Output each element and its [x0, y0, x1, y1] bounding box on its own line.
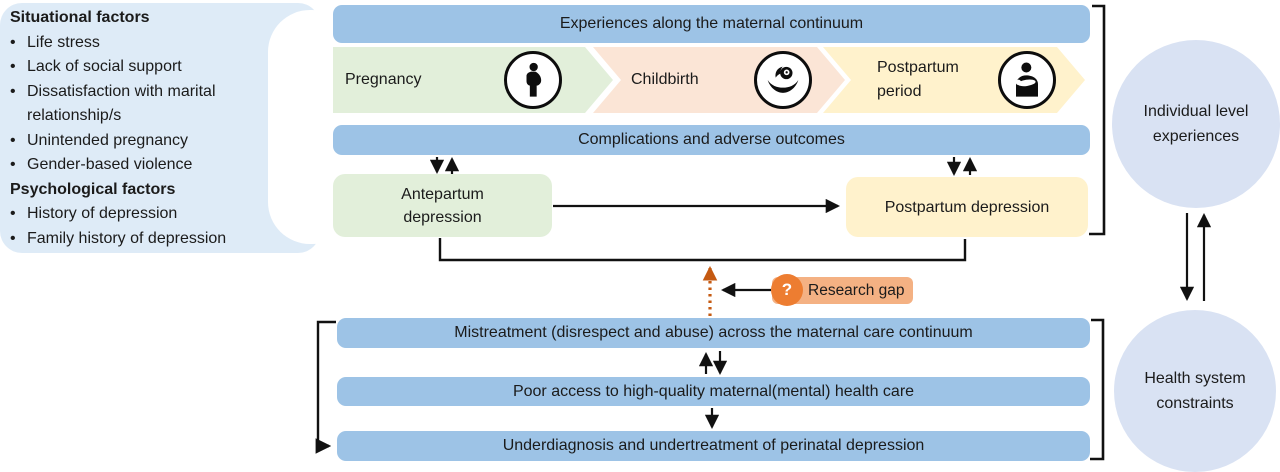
risk-factors-list: Situational factors •Life stress •Lack o…	[10, 6, 285, 251]
pregnancy-label: Pregnancy	[345, 71, 422, 88]
question-mark-icon: ?	[771, 274, 803, 306]
childbirth-label: Childbirth	[631, 71, 699, 88]
list-item: •Family history of depression	[10, 227, 285, 252]
list-item: •Unintended pregnancy	[10, 129, 285, 154]
list-item: •Gender-based violence	[10, 153, 285, 178]
bottom-left-bracket-arrow	[315, 320, 336, 454]
bottom-right-bracket	[1090, 318, 1105, 461]
circles-link-arrows	[1179, 212, 1212, 302]
mistreatment-access-arrows	[698, 351, 728, 376]
postpartum-period-label: Postpartum period	[877, 59, 959, 100]
list-item: •Life stress	[10, 31, 285, 56]
health-system-constraints-label: Health system constraints	[1144, 370, 1246, 412]
bullet-icon: •	[10, 58, 16, 75]
newborn-in-hands-icon	[754, 51, 812, 109]
underdiagnosis-bar: Underdiagnosis and undertreatment of per…	[337, 431, 1090, 461]
antepartum-depression-box: Antepartum depression	[333, 174, 552, 237]
postpartum-depression-box: Postpartum depression	[846, 177, 1088, 237]
complications-bar: Complications and adverse outcomes	[333, 125, 1090, 155]
bullet-icon: •	[10, 131, 16, 149]
bullet-icon: •	[10, 229, 16, 247]
pregnancy-chevron	[333, 47, 613, 113]
postpartum-depression-label: Postpartum depression	[884, 198, 1050, 216]
mother-holding-baby-icon	[998, 51, 1056, 109]
depression-boxes-connector	[438, 238, 967, 262]
pregnant-woman-icon	[504, 51, 562, 109]
research-gap-label: Research gap	[808, 281, 905, 299]
complications-antepartum-arrows	[429, 156, 460, 175]
poor-access-bar: Poor access to high-quality maternal(men…	[337, 377, 1090, 406]
experiences-continuum-bar: Experiences along the maternal continuum	[333, 5, 1090, 43]
bullet-icon: •	[10, 205, 16, 222]
complications-postpartum-arrows	[946, 156, 978, 177]
list-item: •Dissatisfaction with marital relationsh…	[10, 80, 285, 129]
individual-level-experiences-label: Individual level experiences	[1143, 103, 1249, 145]
list-item: •History of depression	[10, 202, 285, 227]
individual-level-experiences-circle: Individual level experiences	[1112, 40, 1280, 208]
bullet-icon: •	[10, 156, 16, 173]
top-right-bracket	[1089, 4, 1106, 236]
list-item: •Lack of social support	[10, 55, 285, 80]
situational-factors-title: Situational factors	[10, 9, 150, 26]
mistreatment-bar: Mistreatment (disrespect and abuse) acro…	[337, 318, 1090, 348]
research-gap-badge: ? Research gap	[771, 274, 913, 306]
bullet-icon: •	[10, 82, 16, 100]
antepartum-depression-label: Antepartum depression	[401, 185, 484, 226]
health-system-constraints-circle: Health system constraints	[1114, 310, 1276, 472]
risk-factors-panel	[0, 3, 320, 253]
psychological-factors-title: Psychological factors	[10, 180, 176, 198]
bullet-icon: •	[10, 33, 16, 51]
